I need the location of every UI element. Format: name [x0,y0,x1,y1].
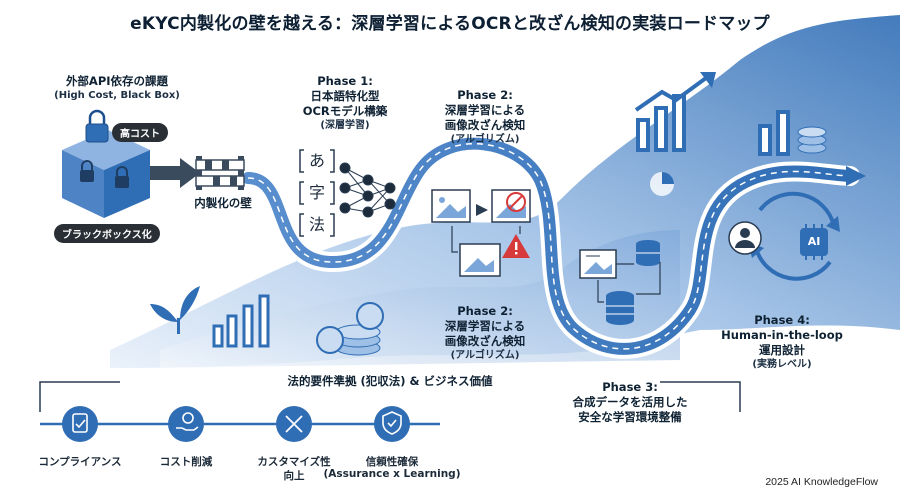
arrow-right-small-icon [476,204,488,216]
footer-item-custom: カスタマイズ性 [257,456,331,468]
phase1-title: Phase 1: [317,74,373,88]
phase3-line1: 合成データを活用した [572,395,688,409]
terrain-wave-front [160,230,680,368]
alert-icon [502,234,530,258]
phase4-line1: Human-in-the-loop [721,328,843,342]
footer-item-cost: コスト削減 [159,456,213,468]
neural-network-icon [339,162,396,218]
phase2-bottom-line1: 深層学習による [444,319,526,333]
coin-stack-icon [316,302,384,356]
connector-line-3 [597,262,661,303]
phase1-sub: (深層学習) [320,120,370,131]
growth-bars-small-icon [212,294,270,348]
clipboard-check-icon [72,413,88,433]
phase4-title: Phase 4: [754,313,810,327]
lock-icon [85,109,109,143]
phase2-top-line2: 画像改ざん検知 [444,118,526,132]
glyph-a: あ [308,151,325,170]
cost-badge: 高コスト [112,123,168,142]
footer-item-trust: 信頼性確保 [365,456,419,468]
footer-icon-circles [62,406,410,442]
footer-item-compliance: コンプライアンス [38,456,122,468]
phase2-top-title: Phase 2: [457,88,513,102]
copyright: 2025 AI KnowledgeFlow [765,476,878,488]
arrow-right-icon [180,158,200,188]
glyph-ji: 字 [308,183,325,202]
image-tampered-icon [491,189,531,223]
database-icon [636,240,660,266]
phase2-top-line1: 深層学習による [444,103,526,117]
coin-stack-icon-top [797,126,827,154]
phase4-sub: (実務レベル) [752,359,812,370]
footer-item-trust-2: (Assurance x Learning) [323,468,461,480]
growth-bars-icon [636,94,790,156]
phase1-line2: OCRモデル構築 [302,104,388,118]
glyph-ho: 法 [308,215,325,234]
left-heading-sub: (High Cost, Black Box) [54,90,180,101]
synthetic-image-icon [579,249,617,279]
phase3-title: Phase 3: [602,380,658,394]
ocr-glyph-frames [299,149,335,237]
phase1-line1: 日本語特化型 [310,89,380,103]
ai-chip-icon [800,224,828,260]
person-icon [728,221,762,255]
wall-barrier-icon [195,156,245,190]
tools-icon [285,415,303,433]
shield-check-icon [382,411,402,435]
footer-item-custom-2: 向上 [283,470,305,482]
footer-bracket [39,381,741,412]
pie-chart-icon [650,172,674,196]
phase3-line2: 安全な学習環境整備 [578,410,682,424]
path-arrow-icon [846,166,866,186]
black-box-icon [62,130,150,218]
growth-arrow-icon [634,76,708,112]
hand-coin-icon [176,412,199,431]
footer-heading: 法的要件準拠 (犯収法) & ビジネス価値 [287,374,493,388]
wall-label: 内製化の壁 [194,196,252,210]
left-heading: 外部API依存の課題 [65,74,169,88]
connector-line [451,226,521,253]
page-title: eKYC内製化の壁を越える：深層学習によるOCRと改ざん検知の実装ロードマップ [130,14,770,34]
growth-arrowhead-icon [700,72,716,88]
blackbox-badge: ブラックボックス化 [54,224,160,243]
phase4-line2: 運用設計 [759,343,805,357]
phase2-top-sub: (アルゴリズム) [450,134,520,145]
roadmap-path-center [247,143,851,350]
phase2-bottom-sub: (アルゴリズム) [450,350,520,361]
database-icon-large [606,291,634,325]
image-detect-icon [459,243,501,277]
phase2-bottom-line2: 画像改ざん検知 [444,334,526,348]
plant-icon [150,286,200,334]
ai-chip-label: AI [807,235,821,248]
phase2-bottom-title: Phase 2: [457,304,513,318]
image-original-icon [431,189,471,223]
